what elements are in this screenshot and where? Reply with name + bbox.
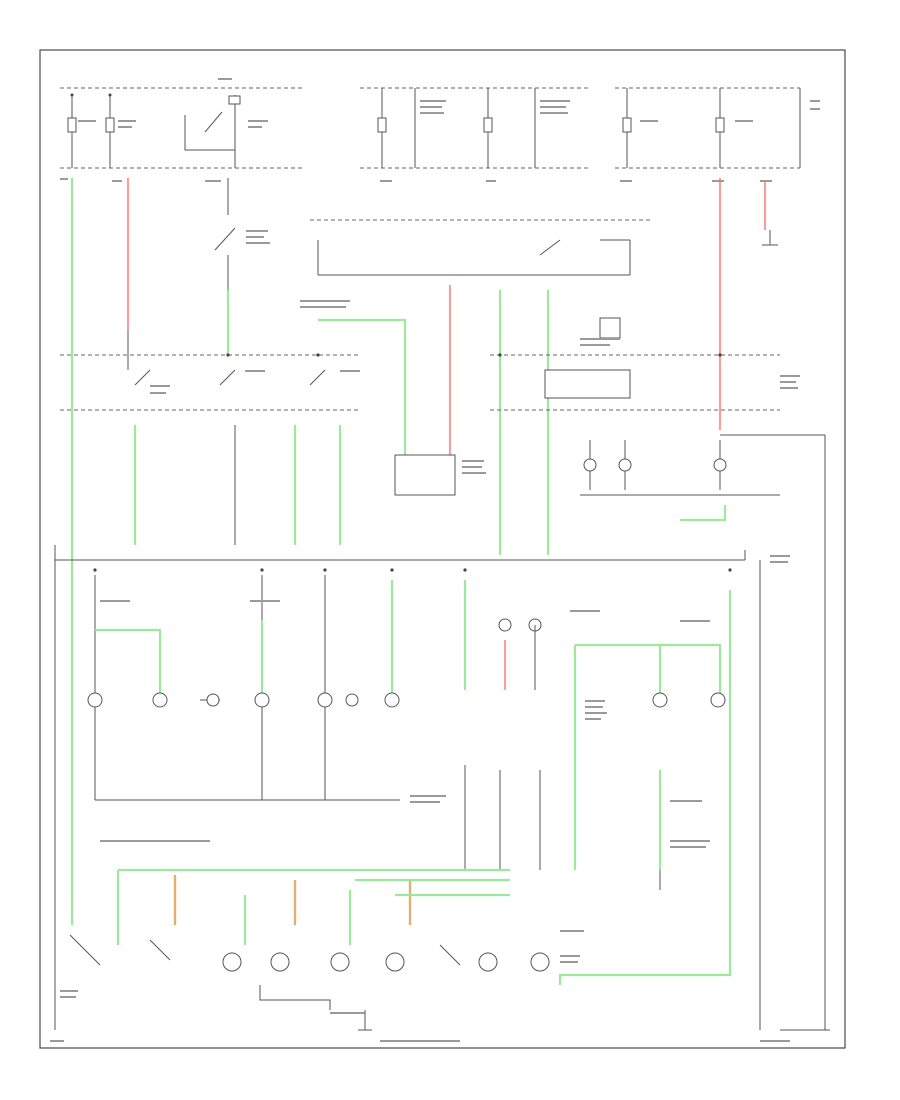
door-switch-left	[214, 178, 270, 355]
door-switch-center	[134, 369, 360, 394]
relay-module	[394, 454, 486, 496]
bottom-lamps	[69, 868, 580, 972]
label-placeholders	[60, 178, 800, 1014]
diagram-frame	[39, 49, 846, 1049]
combination-switch	[544, 317, 780, 522]
connector-dots	[93, 353, 732, 572]
fuse-right-top	[622, 88, 820, 168]
fuse-block-top	[67, 93, 136, 168]
light-switch-top	[184, 78, 268, 168]
ground-point	[50, 985, 790, 1042]
fuse-block-center	[377, 88, 570, 168]
courtesy-lamps	[87, 575, 542, 800]
top-power-bus	[60, 87, 800, 169]
dome-lamp	[558, 590, 732, 985]
